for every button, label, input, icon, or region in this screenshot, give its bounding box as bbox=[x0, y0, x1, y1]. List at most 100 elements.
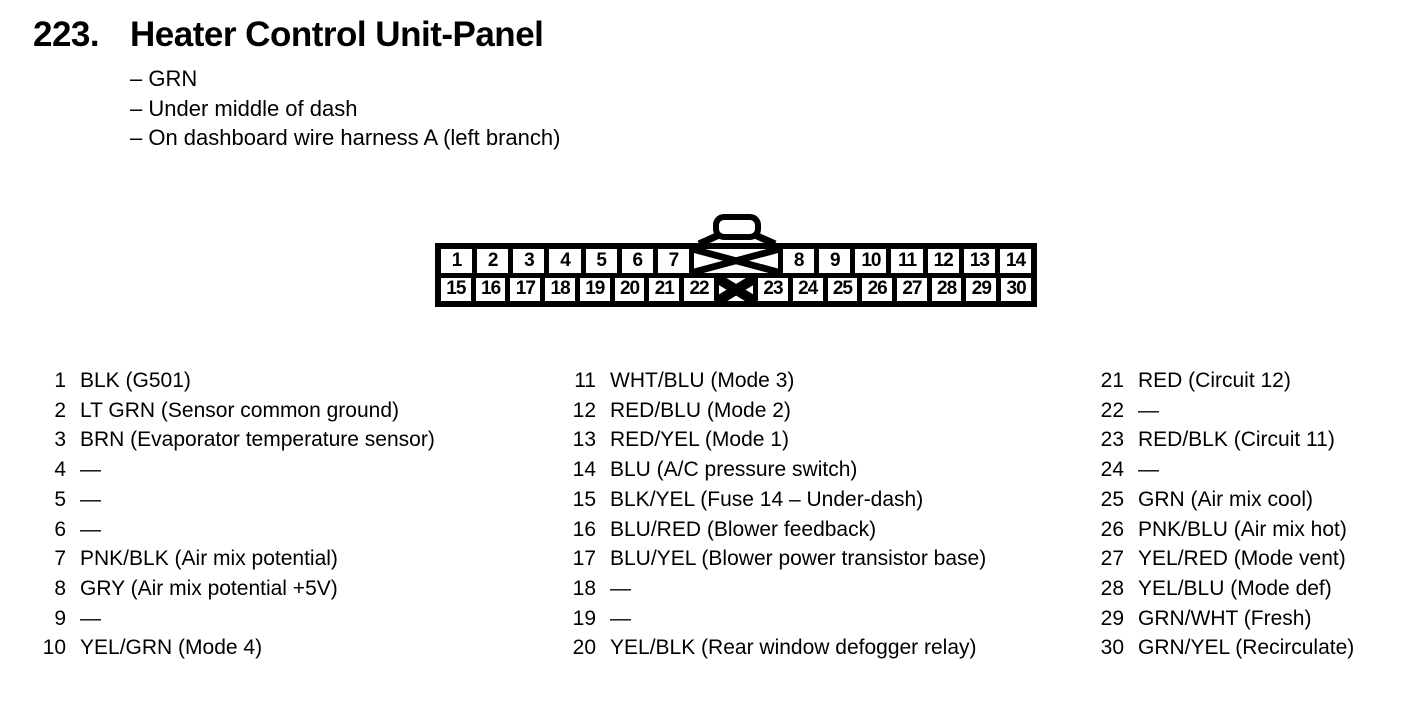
pin-row: 12 RED/BLU (Mode 2) bbox=[566, 396, 986, 426]
pin-description: PNK/BLU (Air mix hot) bbox=[1138, 517, 1347, 541]
pin-row: 22— bbox=[1094, 396, 1354, 426]
pin-number: 12 bbox=[572, 398, 596, 422]
pin-description: — bbox=[80, 487, 101, 511]
pin-description: — bbox=[610, 606, 631, 630]
connector-pin-cell: 20 bbox=[614, 277, 645, 301]
pin-description: RED (Circuit 12) bbox=[1138, 369, 1291, 392]
pin-number: 29 bbox=[1100, 606, 1124, 630]
blocked-cavity-wide bbox=[693, 249, 779, 273]
pin-number: 18 bbox=[572, 576, 596, 600]
connector-pin-cell: 6 bbox=[621, 249, 653, 273]
pin-number: 3 bbox=[54, 428, 66, 452]
pin-description: YEL/GRN (Mode 4) bbox=[80, 636, 263, 660]
pin-number: 4 bbox=[54, 458, 66, 482]
pin-row: 26 PNK/BLU (Air mix hot) bbox=[1094, 515, 1354, 545]
blocked-cavity-small bbox=[718, 277, 754, 301]
pin-description: WHT/BLU (Mode 3) bbox=[610, 369, 795, 392]
pin-row: 5— bbox=[36, 485, 435, 515]
pin-description: BLU/RED (Blower feedback) bbox=[610, 517, 877, 541]
connector-pin-cell: 28 bbox=[931, 277, 962, 301]
pin-number: 14 bbox=[572, 458, 596, 482]
pin-row: 27 YEL/RED (Mode vent) bbox=[1094, 544, 1354, 574]
pin-number: 20 bbox=[572, 636, 596, 660]
pin-row: 19— bbox=[566, 604, 986, 634]
pin-description: BLU (A/C pressure switch) bbox=[610, 458, 858, 482]
connector-pin-cell: 3 bbox=[513, 249, 545, 273]
connector-pin-cell: 13 bbox=[963, 249, 995, 273]
pin-number: 24 bbox=[1100, 458, 1124, 482]
connector-pin-cell: 25 bbox=[827, 277, 858, 301]
pin-number: 17 bbox=[572, 547, 596, 571]
connector-pin-cell: 21 bbox=[649, 277, 680, 301]
pin-number: 10 bbox=[42, 636, 66, 660]
connector-pin-cell: 7 bbox=[657, 249, 689, 273]
pin-number: 5 bbox=[54, 487, 66, 511]
pin-number: 16 bbox=[572, 517, 596, 541]
pin-row: 4— bbox=[36, 455, 435, 485]
pin-number: 8 bbox=[54, 576, 66, 600]
pin-number: 23 bbox=[1100, 428, 1124, 452]
pin-row: 29 GRN/WHT (Fresh) bbox=[1094, 604, 1354, 634]
connector-pin-cell: 17 bbox=[510, 277, 541, 301]
connector-pin-cell: 26 bbox=[862, 277, 893, 301]
connector-pin-cell: 8 bbox=[783, 249, 815, 273]
pin-row: 8 GRY (Air mix potential +5V) bbox=[36, 574, 435, 604]
pin-number: 6 bbox=[54, 517, 66, 541]
pin-description: GRN/WHT (Fresh) bbox=[1138, 606, 1312, 630]
note-line: – Under middle of dash bbox=[130, 95, 358, 121]
pin-number: 25 bbox=[1100, 487, 1124, 511]
pin-description: RED/BLK (Circuit 11) bbox=[1138, 428, 1335, 452]
pin-row: 3 BRN (Evaporator temperature sensor) bbox=[36, 425, 435, 455]
pin-description: RED/BLU (Mode 2) bbox=[610, 398, 791, 422]
connector-pin-cell: 30 bbox=[1001, 277, 1031, 301]
pin-description: PNK/BLK (Air mix potential) bbox=[80, 547, 338, 571]
connector-pin-cell: 11 bbox=[891, 249, 923, 273]
pin-number: 27 bbox=[1100, 547, 1124, 571]
connector-pin-cell: 9 bbox=[819, 249, 851, 273]
pin-row: 6— bbox=[36, 515, 435, 545]
pin-description: — bbox=[1138, 458, 1159, 482]
pin-description: YEL/RED (Mode vent) bbox=[1138, 547, 1346, 571]
pin-description: BLK (G501) bbox=[80, 369, 191, 392]
page-title: Heater Control Unit-Panel bbox=[130, 15, 544, 54]
connector-pin-cell: 15 bbox=[441, 277, 471, 301]
pin-row: 9— bbox=[36, 604, 435, 634]
pin-number: 26 bbox=[1100, 517, 1124, 541]
pin-description: — bbox=[80, 458, 101, 482]
connector-pin-cell: 23 bbox=[758, 277, 788, 301]
connector-pin-cell: 2 bbox=[477, 249, 509, 273]
pin-number: 13 bbox=[572, 428, 596, 452]
pin-number: 28 bbox=[1100, 576, 1124, 600]
pin-number: 22 bbox=[1100, 398, 1124, 422]
pin-number: 1 bbox=[54, 369, 66, 392]
section-header: 223. Heater Control Unit-Panel bbox=[33, 15, 544, 54]
pin-row: 25 GRN (Air mix cool) bbox=[1094, 485, 1354, 515]
connector-pin-cell: 12 bbox=[927, 249, 959, 273]
pin-row: 30 GRN/YEL (Recirculate) bbox=[1094, 633, 1355, 663]
connector-pin-cell: 27 bbox=[897, 277, 927, 301]
pin-number: 15 bbox=[572, 487, 596, 511]
pin-description: GRN (Air mix cool) bbox=[1138, 487, 1314, 511]
connector-pin-cell: 22 bbox=[684, 277, 714, 301]
pin-description: GRY (Air mix potential +5V) bbox=[80, 576, 338, 600]
pin-description: BRN (Evaporator temperature sensor) bbox=[80, 428, 435, 452]
note-line: – On dashboard wire harness A (left bran… bbox=[130, 125, 561, 150]
connector-pin-cell: 4 bbox=[549, 249, 581, 273]
pin-description: — bbox=[610, 576, 631, 600]
pin-number: 30 bbox=[1100, 636, 1124, 660]
pin-description: GRN/YEL (Recirculate) bbox=[1138, 636, 1355, 660]
pin-row: 18 — bbox=[566, 574, 986, 604]
pin-row: 10 YEL/GRN (Mode 4) bbox=[36, 633, 435, 663]
pin-number: 2 bbox=[54, 398, 66, 422]
